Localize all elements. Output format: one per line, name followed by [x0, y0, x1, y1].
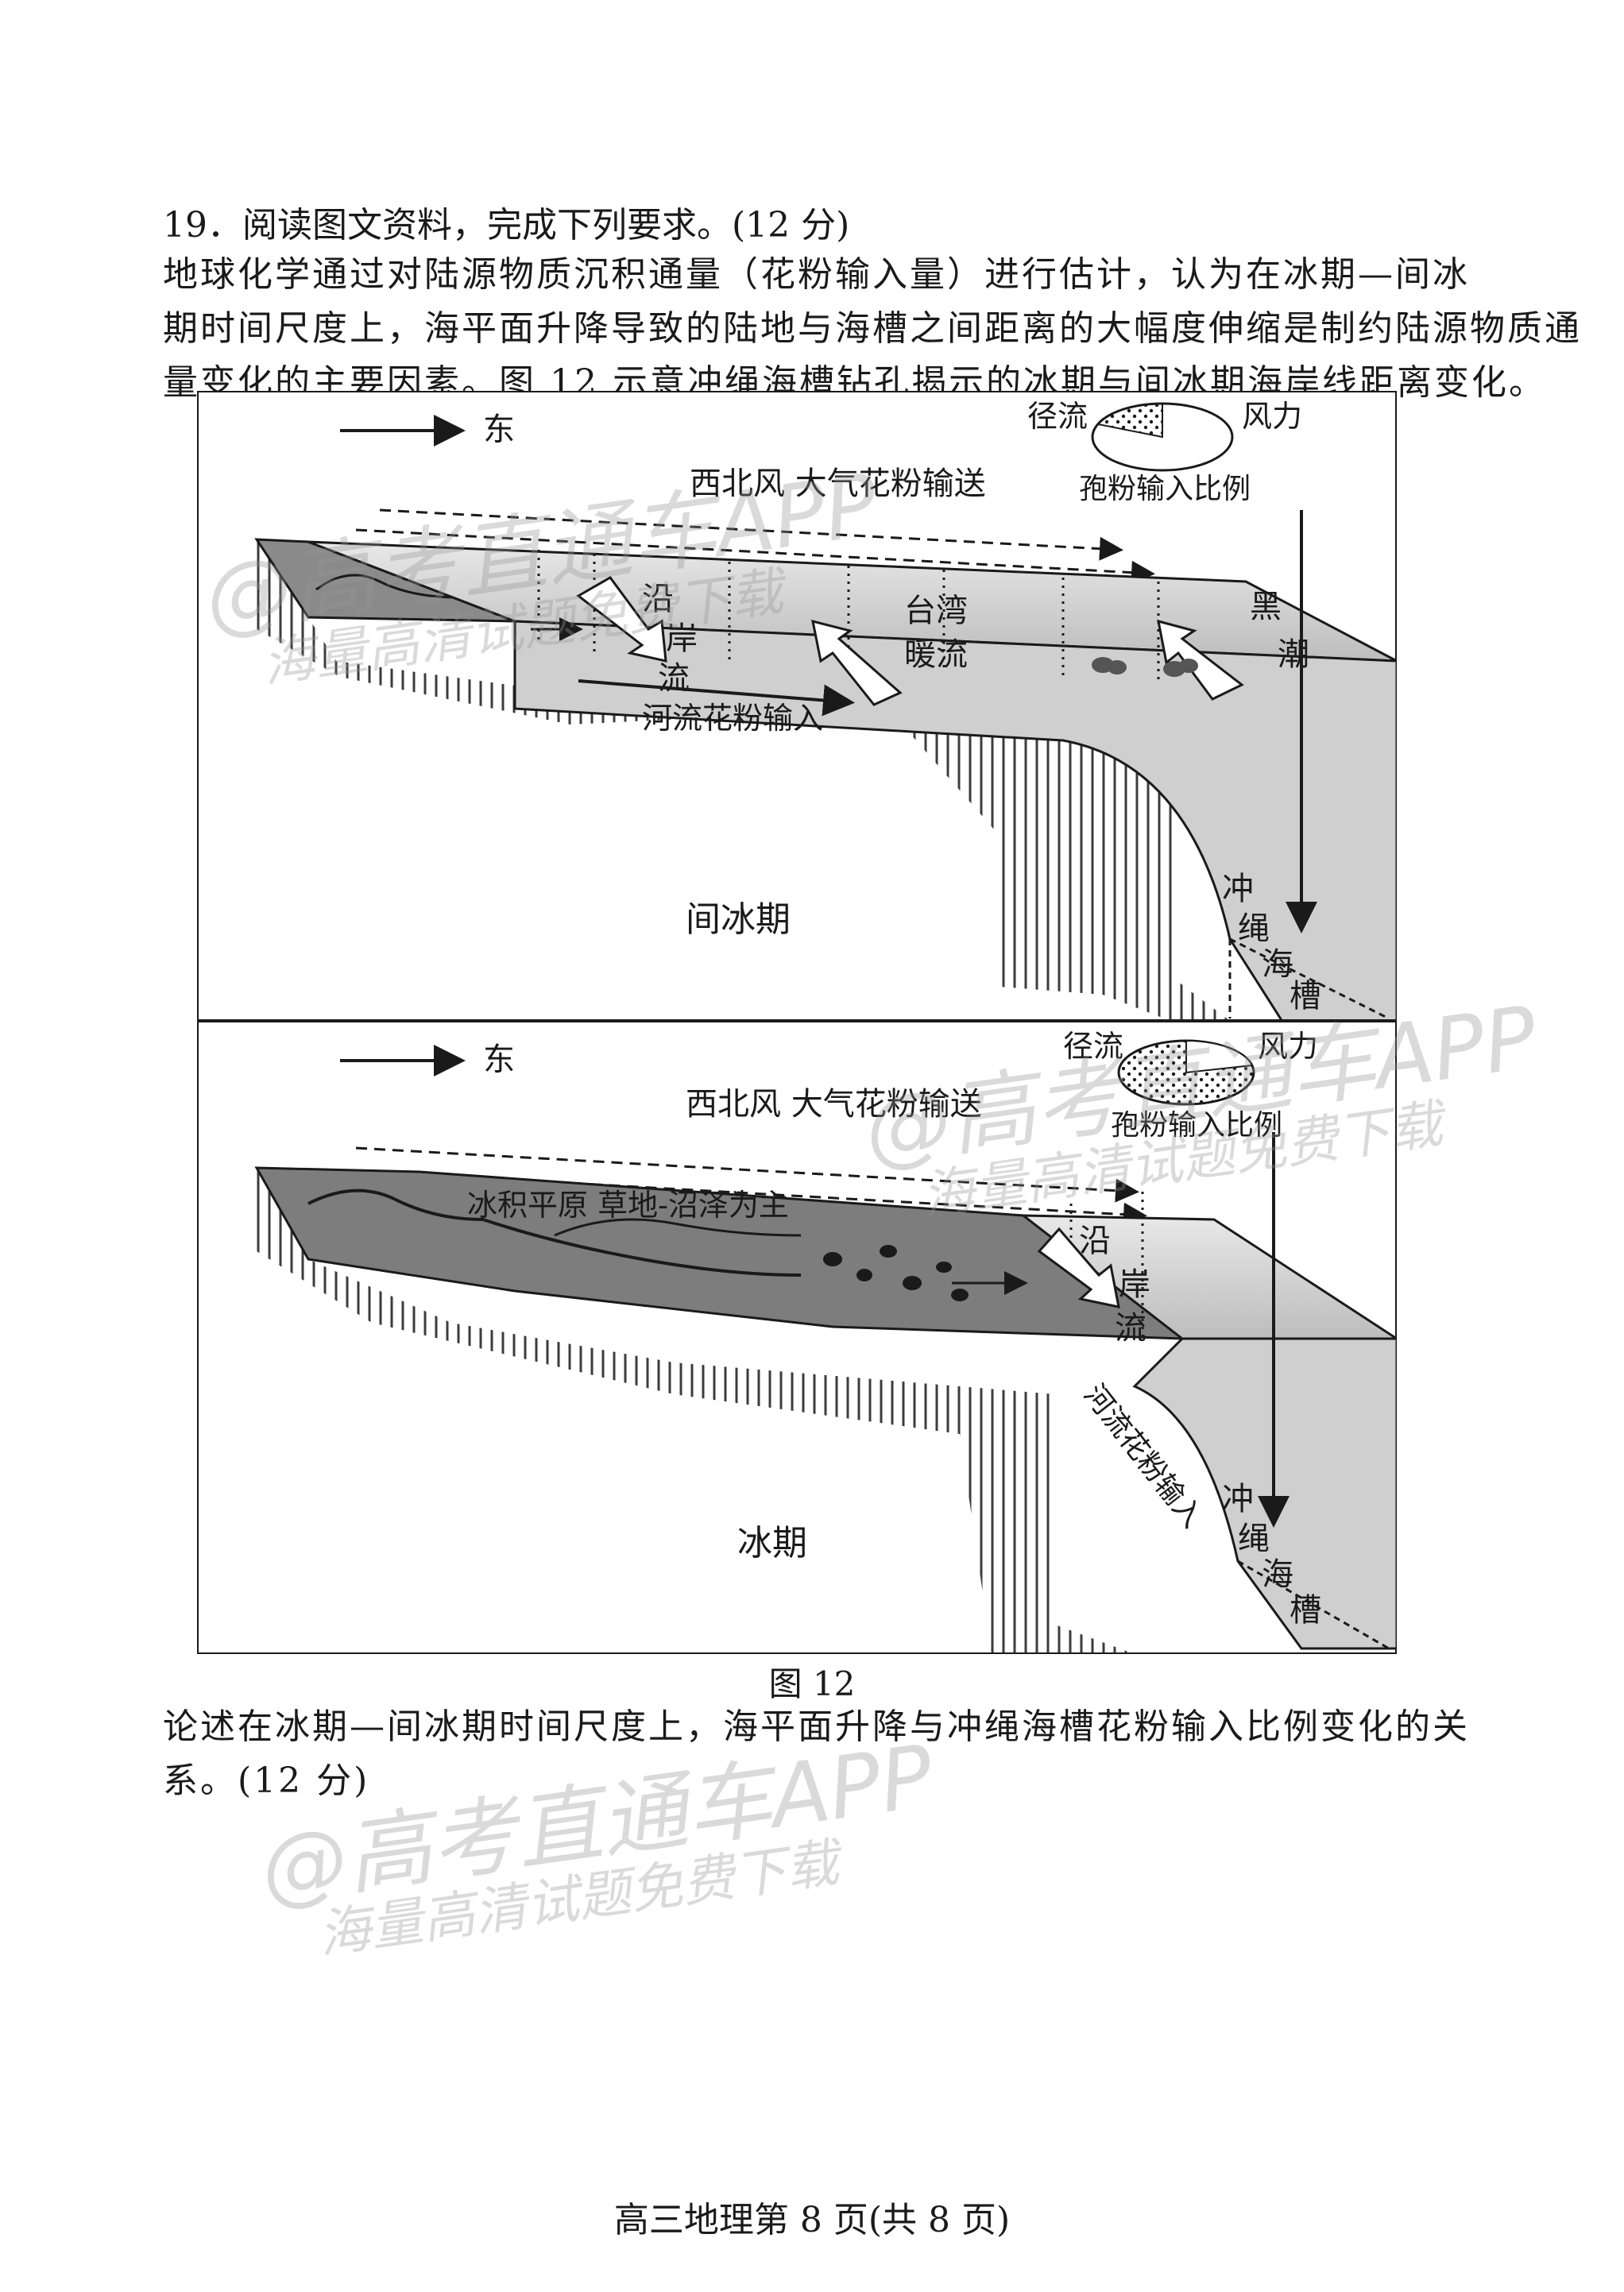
river-pollen-label: 河流花粉输入	[642, 701, 823, 736]
trough-char: 海	[1262, 946, 1293, 983]
pie-wind-label: 风力	[1242, 399, 1302, 434]
task-line: 系。(12 分)	[163, 1761, 370, 1801]
pollen-icon	[1092, 657, 1198, 677]
kuroshio-char: 潮	[1278, 636, 1309, 673]
pie-runoff-label: 径流	[1027, 399, 1088, 434]
taiwan-current-label: 台湾	[904, 593, 968, 629]
question-title: 19．阅读图文资料，完成下列要求。(12 分)	[163, 205, 850, 245]
cliff-hatch	[257, 1168, 1135, 1654]
sea-surface	[307, 540, 1397, 663]
taiwan-current-label: 暖流	[904, 636, 968, 673]
trough-char: 冲	[1222, 871, 1254, 907]
coastal-current-char: 岸	[1119, 1266, 1150, 1303]
sea-surface	[1019, 1214, 1397, 1340]
pie-title: 孢粉输入比例	[1111, 1109, 1282, 1142]
coastal-current-char: 沿	[642, 581, 674, 617]
pollen-ratio-pie: 径流 风力 孢粉输入比例	[1063, 1029, 1318, 1142]
pie-runoff-label: 径流	[1063, 1029, 1123, 1064]
coastal-current-char: 流	[658, 660, 690, 697]
marsh-icon	[823, 1245, 969, 1301]
taiwan-current-arrow	[811, 619, 903, 706]
pollen-ratio-pie: 径流 风力 孢粉输入比例	[1027, 399, 1302, 505]
trough-char: 冲	[1222, 1481, 1254, 1517]
coastal-current-char: 流	[1115, 1310, 1146, 1347]
page-footer: 高三地理第 8 页(共 8 页)	[613, 2200, 1011, 2240]
plain-label: 冰积平原 草地-沼泽为主	[467, 1188, 789, 1223]
kuroshio-char: 黑	[1250, 589, 1282, 625]
panel-interglacial: 东 西北风 大气花粉输送 径流 风力 孢粉输入比例	[197, 391, 1397, 1028]
coastal-current-arrow	[576, 576, 667, 663]
intro-line: 期时间尺度上，海平面升降导致的陆地与海槽之间距离的大幅度伸缩是制约陆源物质通	[163, 308, 1582, 349]
river-icon	[307, 1189, 802, 1277]
glacial-plain	[254, 1166, 1186, 1340]
cliff-hatch	[257, 539, 1230, 1021]
trough-char: 海	[1262, 1556, 1293, 1593]
east-label: 东	[483, 1042, 515, 1078]
east-label: 东	[483, 412, 515, 448]
trough-char: 绳	[1238, 910, 1270, 947]
coastal-current-char: 沿	[1079, 1223, 1111, 1259]
trough-char: 槽	[1290, 1592, 1321, 1629]
question-intro: 地球化学通过对陆源物质沉积通量（花粉输入量）进行估计，认为在冰期—间冰 期时间尺…	[99, 248, 1582, 410]
wind-label: 西北风 大气花粉输送	[686, 1086, 982, 1123]
figure-12: 东 西北风 大气花粉输送 径流 风力 孢粉输入比例	[197, 391, 1397, 1654]
coastal-current-arrow	[1037, 1227, 1120, 1308]
trough-char: 槽	[1290, 978, 1321, 1015]
coastal-current-char: 岸	[666, 620, 698, 657]
task-line: 论述在冰期—间冰期时间尺度上，海平面升降与冲绳海槽花粉输入比例变化的关	[163, 1706, 1470, 1747]
pie-wind-label: 风力	[1258, 1029, 1318, 1064]
question-task: 论述在冰期—间冰期时间尺度上，海平面升降与冲绳海槽花粉输入比例变化的关 系。(1…	[99, 1700, 1522, 1808]
period-label: 间冰期	[686, 899, 791, 940]
period-label: 冰期	[737, 1523, 807, 1563]
intro-line: 地球化学通过对陆源物质沉积通量（花粉输入量）进行估计，认为在冰期—间冰	[163, 254, 1470, 295]
kuroshio-arrow	[1157, 619, 1244, 701]
figure-caption: 图 12	[768, 1664, 856, 1703]
shelf-slope	[513, 620, 1397, 1028]
river-pollen-arrow	[578, 679, 855, 717]
pie-title: 孢粉输入比例	[1079, 473, 1251, 505]
wind-label: 西北风 大气花粉输送	[690, 466, 986, 502]
trough-char: 绳	[1238, 1521, 1270, 1557]
panel-glacial: 东 西北风 大气花粉输送 径流 风力 孢粉输入比例 冰积平原 草地-沼泽为主	[197, 1019, 1397, 1654]
river-icon	[315, 574, 460, 599]
